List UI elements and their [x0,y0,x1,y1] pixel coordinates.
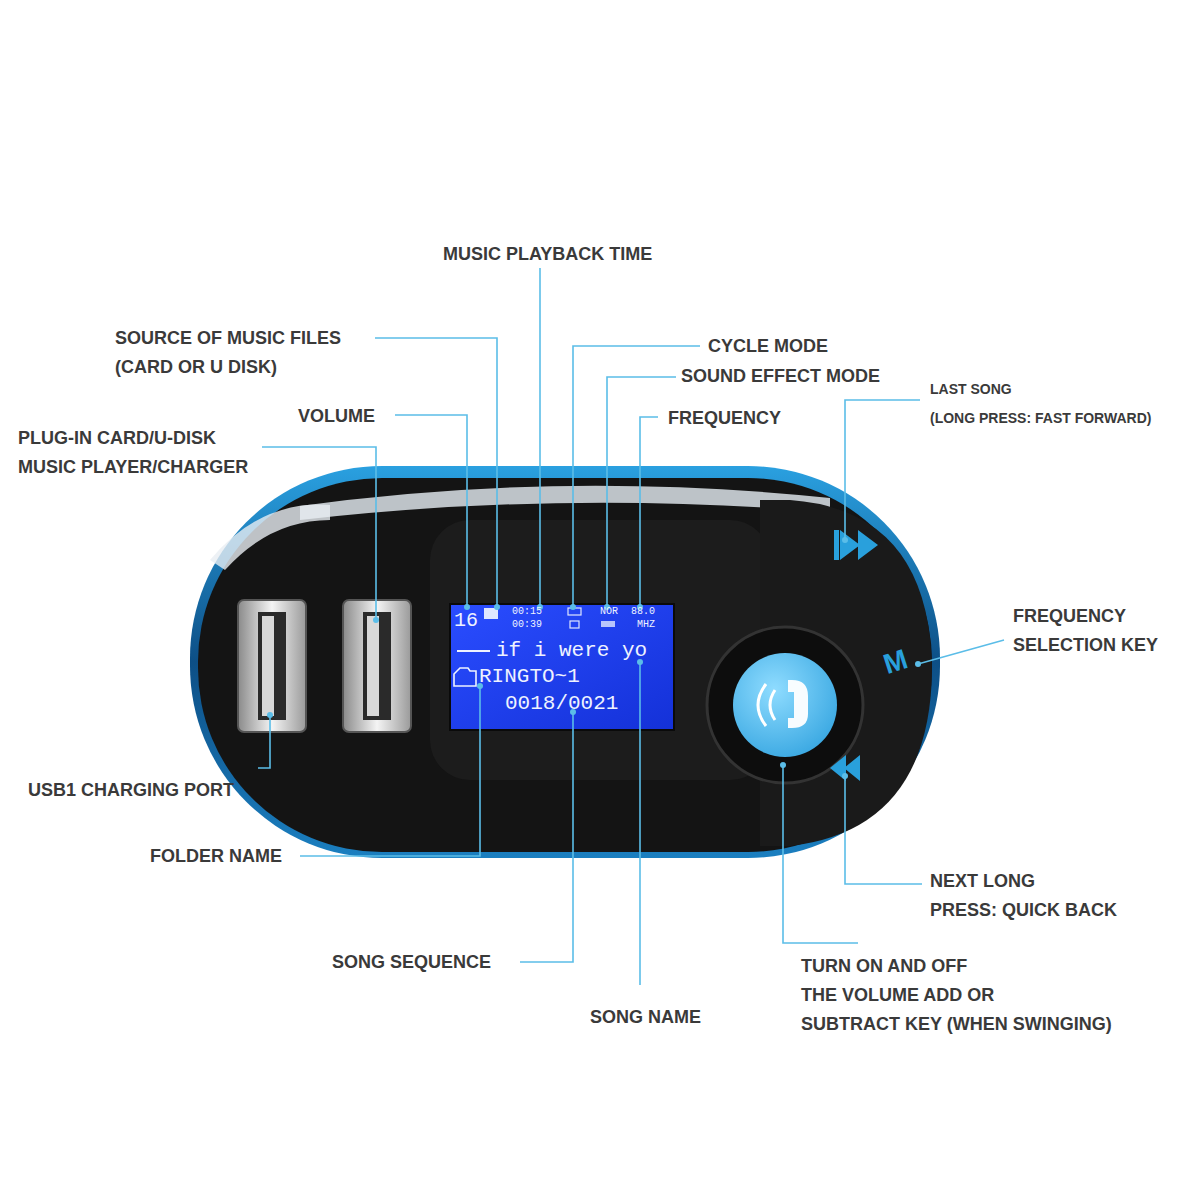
callout-label: SONG SEQUENCE [332,948,491,977]
callout-label: VOLUME [298,402,375,431]
callout-label: SONG NAME [590,1003,701,1032]
lcd-time: 00:15 [512,607,542,617]
lcd-frequency: 88.0 [631,607,655,617]
callout-label: SOUND EFFECT MODE [681,362,880,391]
lcd-volume: 16 [454,611,478,631]
lcd-sequence: 0018/0021 [505,693,618,714]
callout-label: LAST SONG (LONG PRESS: FAST FORWARD) [930,375,1151,433]
callout-label: MUSIC PLAYBACK TIME [443,240,652,269]
callout-label: FREQUENCY [668,404,781,433]
callout-label: FREQUENCY SELECTION KEY [1013,602,1158,660]
callout-label: CYCLE MODE [708,332,828,361]
lcd-unit: MHZ [637,620,655,630]
callout-label: NEXT LONG PRESS: QUICK BACK [930,867,1117,925]
callout-label: TURN ON AND OFF THE VOLUME ADD OR SUBTRA… [801,952,1112,1039]
callout-label: USB1 CHARGING PORT [28,776,234,805]
callout-label: SOURCE OF MUSIC FILES (CARD OR U DISK) [115,324,341,382]
callout-label: PLUG-IN CARD/U-DISK MUSIC PLAYER/CHARGER [18,424,248,482]
lcd-song-name: if i were yo [496,640,647,661]
lcd-folder: RINGTO~1 [479,666,580,687]
lcd-effect: NOR [600,607,618,617]
lcd-time: 00:39 [512,620,542,630]
callout-label: FOLDER NAME [150,842,282,871]
